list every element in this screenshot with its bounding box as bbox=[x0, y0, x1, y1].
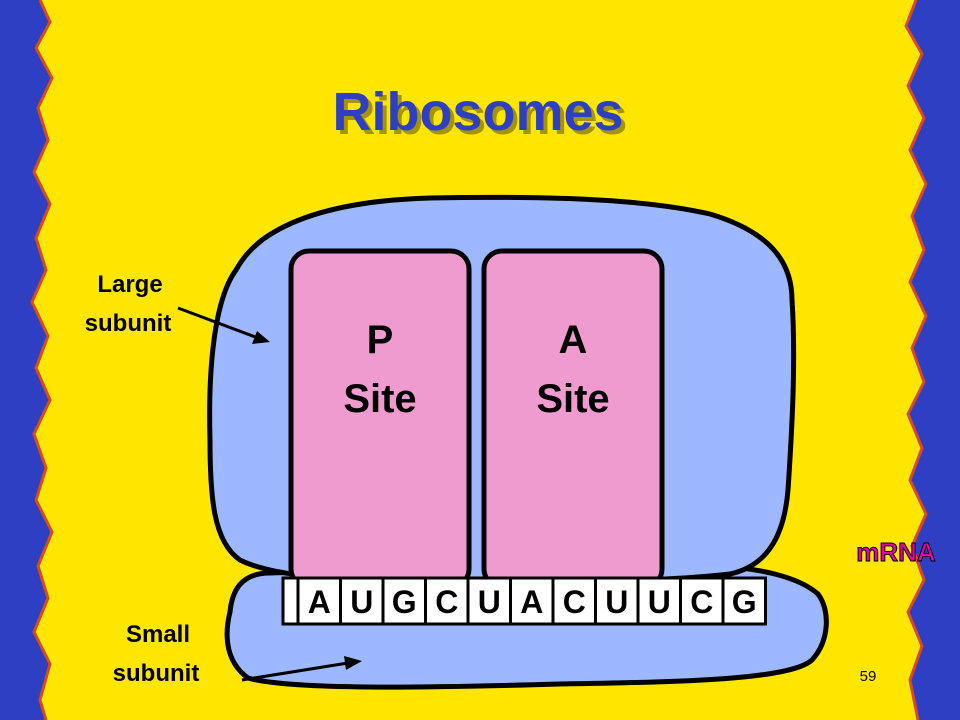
mrna-base-4: C bbox=[435, 584, 458, 620]
page-title: Ribosomes bbox=[332, 82, 623, 142]
large-subunit-label-line1: Large bbox=[97, 271, 162, 298]
mrna-base-3: G bbox=[392, 584, 417, 620]
small-subunit-pointer-head bbox=[344, 656, 362, 670]
mrna-label: mRNA bbox=[856, 537, 936, 567]
right-border-highlight bbox=[904, 0, 928, 720]
a-site-letter: A bbox=[559, 318, 588, 362]
mrna-base-6: A bbox=[520, 584, 543, 620]
p-site-word: Site bbox=[343, 377, 416, 421]
page-number: 59 bbox=[860, 668, 877, 685]
small-subunit-label-line2: subunit bbox=[113, 660, 200, 687]
right-border-decoration bbox=[906, 0, 960, 720]
mrna-base-2: U bbox=[350, 584, 373, 620]
mrna-base-8: U bbox=[605, 584, 628, 620]
small-subunit-label-line1: Small bbox=[126, 621, 190, 648]
left-border-decoration bbox=[0, 0, 52, 720]
mrna-base-1: A bbox=[308, 584, 331, 620]
left-border-highlight bbox=[30, 0, 54, 720]
large-subunit-label-line2: subunit bbox=[85, 310, 172, 337]
mrna-strip-background bbox=[281, 576, 767, 626]
mrna-base-7: C bbox=[563, 584, 586, 620]
small-subunit-pointer-line bbox=[241, 661, 349, 682]
large-subunit-pointer-line bbox=[177, 306, 259, 340]
title-shadow: Ribosomes bbox=[336, 86, 627, 146]
a-site-word: Site bbox=[536, 377, 609, 421]
mrna-base-9: U bbox=[648, 584, 671, 620]
mrna-base-11: G bbox=[732, 584, 757, 620]
large-subunit-pointer-head bbox=[252, 331, 270, 344]
p-site-letter: P bbox=[367, 318, 394, 362]
mrna-base-10: C bbox=[690, 584, 713, 620]
mrna-base-5: U bbox=[478, 584, 501, 620]
